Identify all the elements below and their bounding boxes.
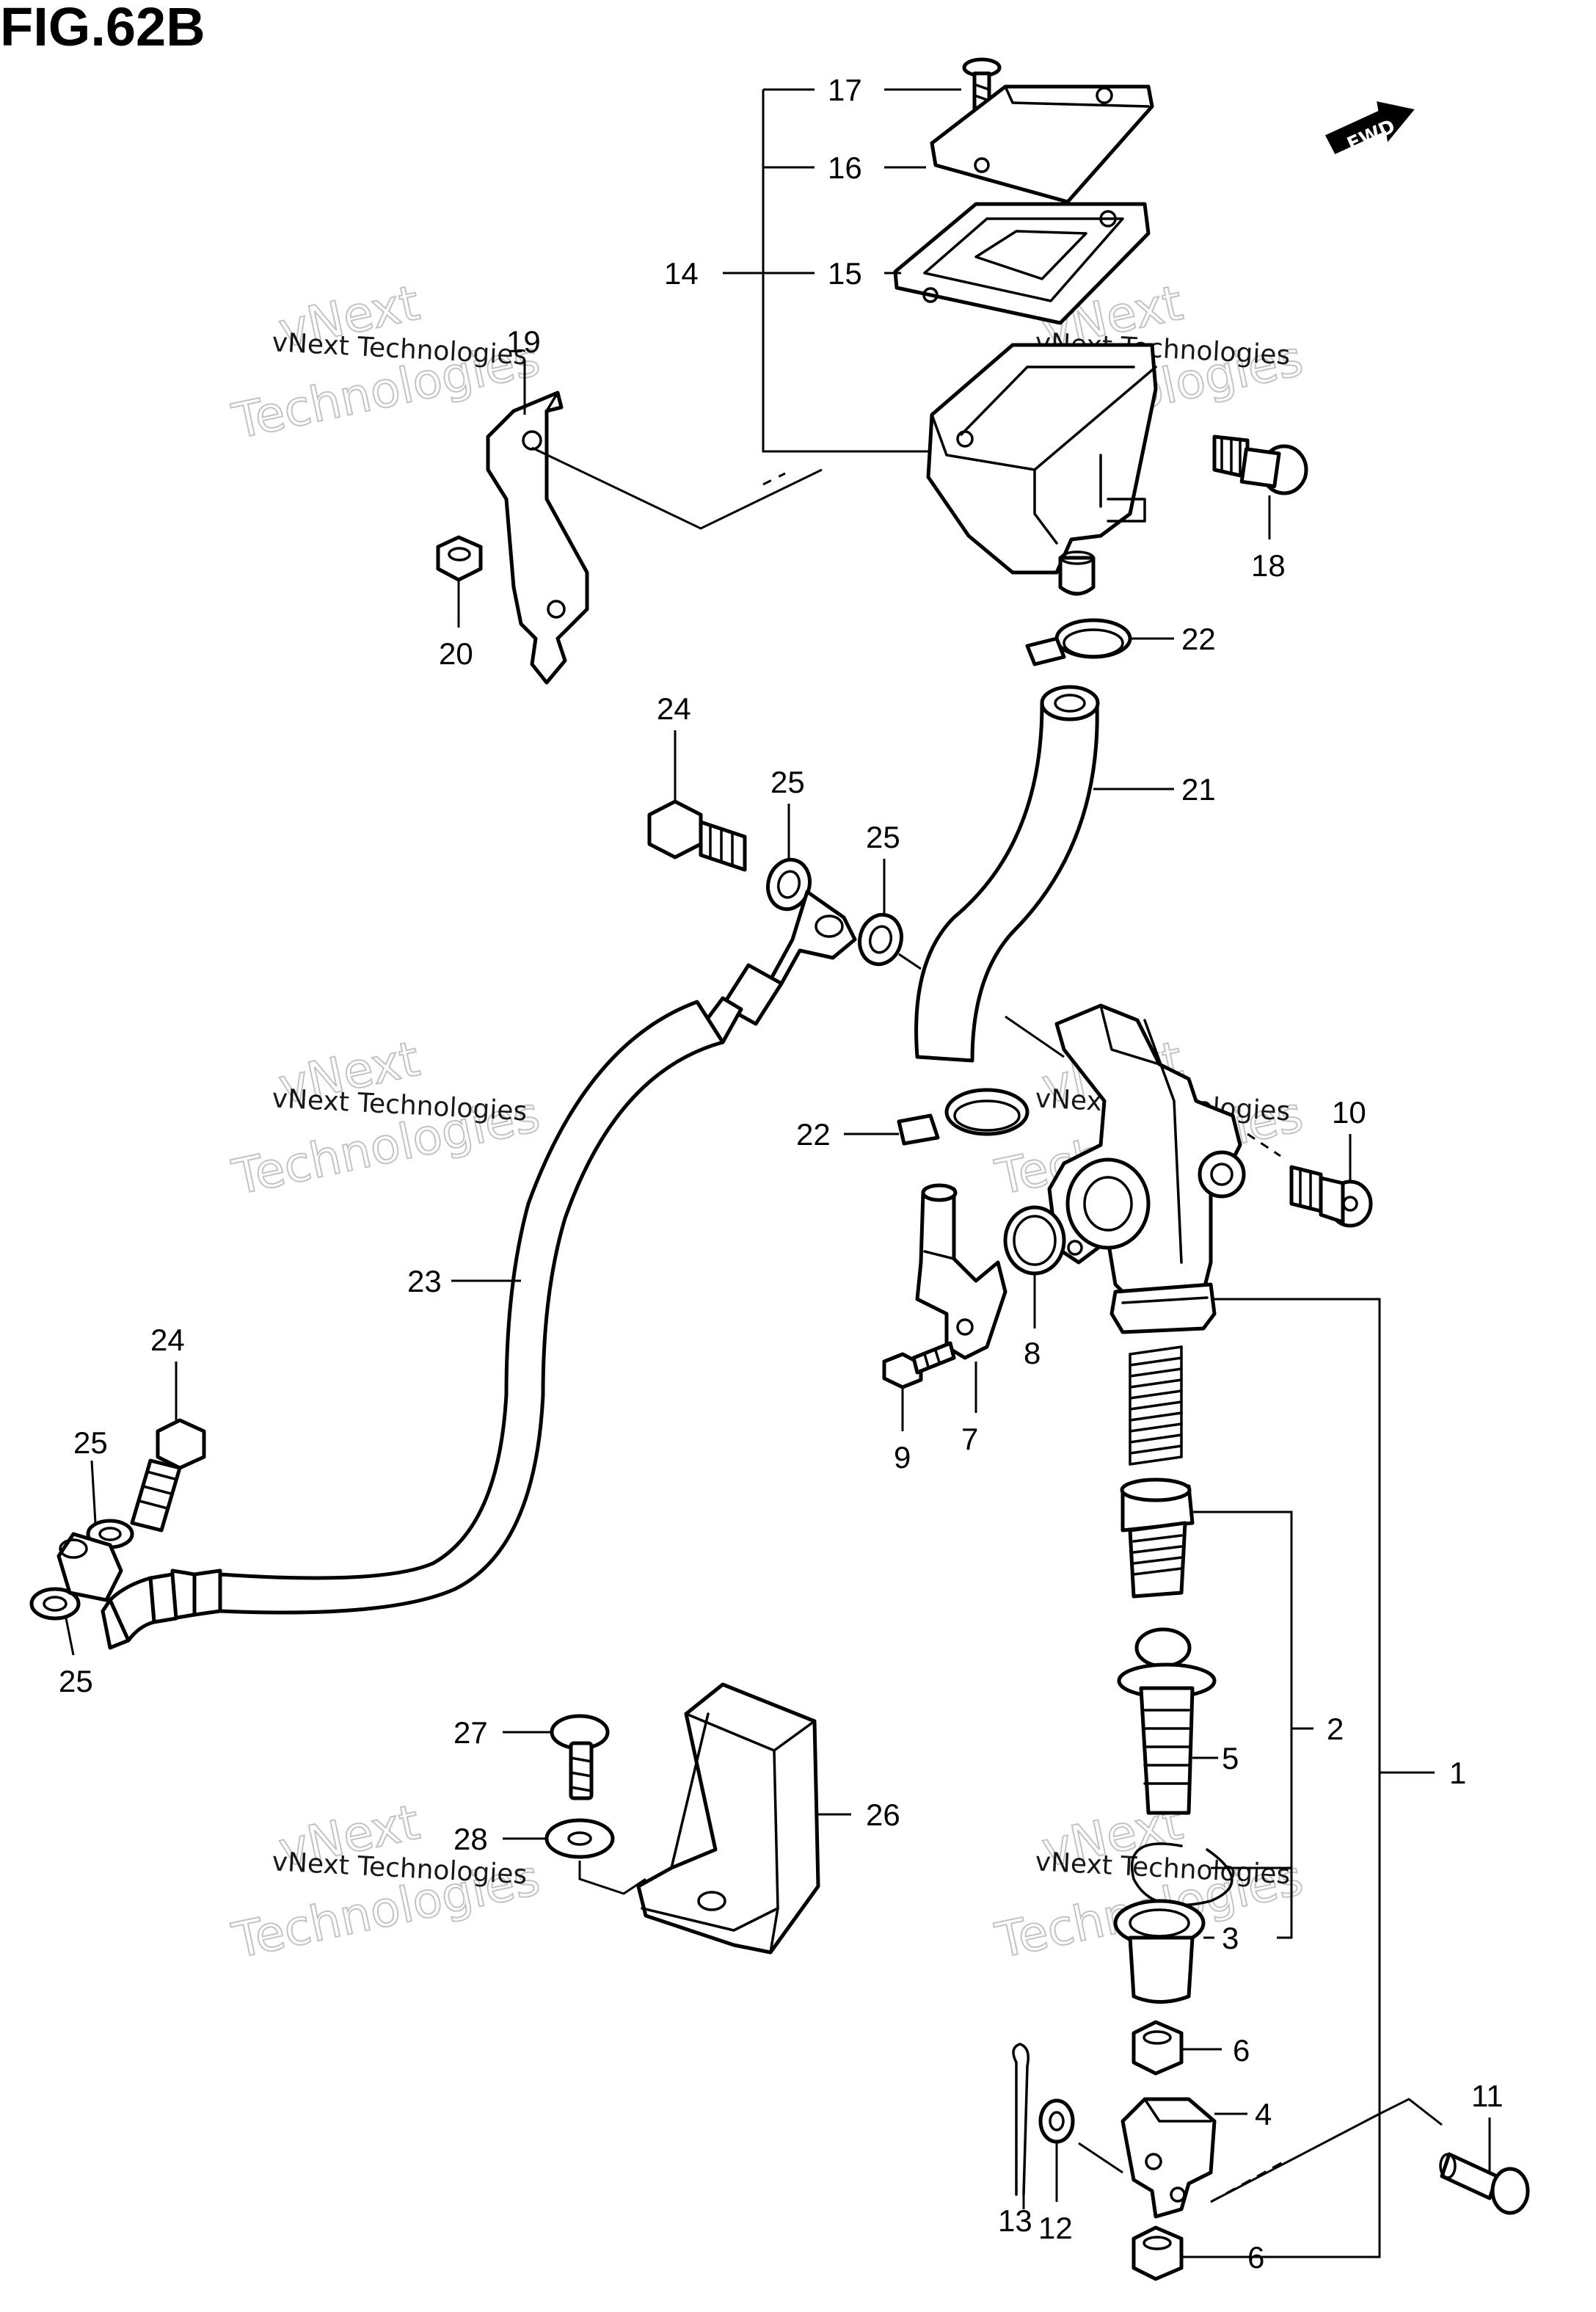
part-7-inlet-fitting	[915, 1183, 1007, 1360]
callout-16: 16	[828, 150, 862, 185]
callout-19: 19	[506, 324, 541, 359]
callout-9: 9	[894, 1440, 911, 1475]
callout-23: 23	[407, 1264, 442, 1298]
callout-27: 27	[453, 1715, 488, 1750]
callout-26: 26	[866, 1797, 900, 1832]
callout-8: 8	[1024, 1336, 1041, 1370]
callout-25-lower-a: 25	[73, 1425, 108, 1460]
part-5-push-rod	[1117, 1627, 1217, 1815]
part-21-hose	[914, 685, 1100, 1063]
part-23-brake-hose	[108, 890, 857, 1643]
part-12-washer	[1038, 2098, 1075, 2144]
part-banjo-eye-lower	[57, 1532, 131, 1650]
part-1-master-cylinder	[1047, 1003, 1246, 1334]
part-15-diaphragm	[893, 202, 1151, 325]
callout-labels: 1 2 3 4 5 6 6 7 8 9 10 11 12 13 14 15 16…	[59, 73, 1504, 2275]
callout-24-upper: 24	[657, 691, 691, 726]
part-24-banjo-bolt-upper	[647, 799, 747, 872]
part-4-clevis	[1121, 2097, 1217, 2219]
callout-2: 2	[1327, 1712, 1344, 1746]
part-25-washer-upper-a	[766, 857, 812, 912]
watermark-mid-left: vNext Technologies vNext Technologies	[227, 1030, 545, 1207]
part-24-banjo-bolt-lower	[130, 1418, 206, 1533]
part-25-washer-lower-b	[29, 1587, 81, 1621]
watermark-top-left: vNext Technologies vNext Technologies	[227, 274, 545, 451]
part-18-bolt	[1212, 435, 1308, 495]
callout-24-lower: 24	[150, 1323, 185, 1357]
fwd-arrow-icon: FWD	[1324, 101, 1415, 156]
part-spring	[1129, 1345, 1183, 1466]
part-22-hose-clamp-lower	[897, 1088, 1030, 1146]
part-9-screw	[882, 1341, 956, 1389]
part-10-bolt	[1289, 1165, 1373, 1228]
part-3-boot	[1113, 1899, 1206, 2004]
part-16-reservoir-cap	[930, 84, 1154, 204]
callout-25-upper-a: 25	[770, 765, 805, 799]
part-26-guard	[636, 1682, 820, 1955]
leader-lines	[65, 88, 1491, 2258]
callout-11: 11	[1471, 2079, 1504, 2113]
callout-14: 14	[664, 256, 699, 291]
callout-21: 21	[1181, 772, 1216, 807]
part-6-nut-upper	[1132, 2020, 1184, 2076]
callout-3: 3	[1222, 1921, 1239, 1955]
part-20-nut	[436, 535, 483, 582]
part-13-cotter-pin	[1012, 2043, 1030, 2196]
part-19-bracket	[486, 390, 589, 685]
callout-15: 15	[828, 256, 862, 291]
callout-18: 18	[1251, 548, 1286, 583]
callout-25-lower-b: 25	[59, 1664, 93, 1698]
part-25-washer-upper-b	[858, 912, 903, 967]
callout-13: 13	[998, 2203, 1032, 2238]
part-2-piston-kit	[1120, 1477, 1195, 1599]
callout-6-lower: 6	[1247, 2240, 1264, 2275]
callout-10: 10	[1332, 1095, 1366, 1130]
callout-17: 17	[828, 73, 862, 107]
callout-1: 1	[1449, 1756, 1466, 1790]
part-27-screw	[550, 1714, 610, 1800]
callout-7: 7	[961, 1422, 978, 1456]
part-reservoir-body	[926, 343, 1158, 596]
part-6-nut-lower	[1132, 2225, 1184, 2281]
part-28-washer	[544, 1818, 615, 1859]
figure-title: FIG.62B	[0, 0, 205, 57]
part-22-hose-clamp-upper	[1025, 618, 1132, 666]
callout-5: 5	[1222, 1741, 1239, 1775]
callout-20: 20	[439, 636, 473, 671]
watermark-bottom-left: vNext Technologies vNext Technologies	[227, 1793, 545, 1971]
callout-12: 12	[1038, 2211, 1073, 2245]
part-8-o-ring	[1003, 1205, 1066, 1276]
callout-25-upper-b: 25	[866, 820, 900, 854]
callout-28: 28	[453, 1822, 488, 1856]
part-11-clevis-pin	[1439, 2152, 1530, 2215]
callout-4: 4	[1255, 2097, 1272, 2131]
callout-22-lower: 22	[796, 1117, 831, 1152]
callout-22-upper: 22	[1181, 622, 1216, 656]
callout-6-upper: 6	[1233, 2033, 1250, 2068]
